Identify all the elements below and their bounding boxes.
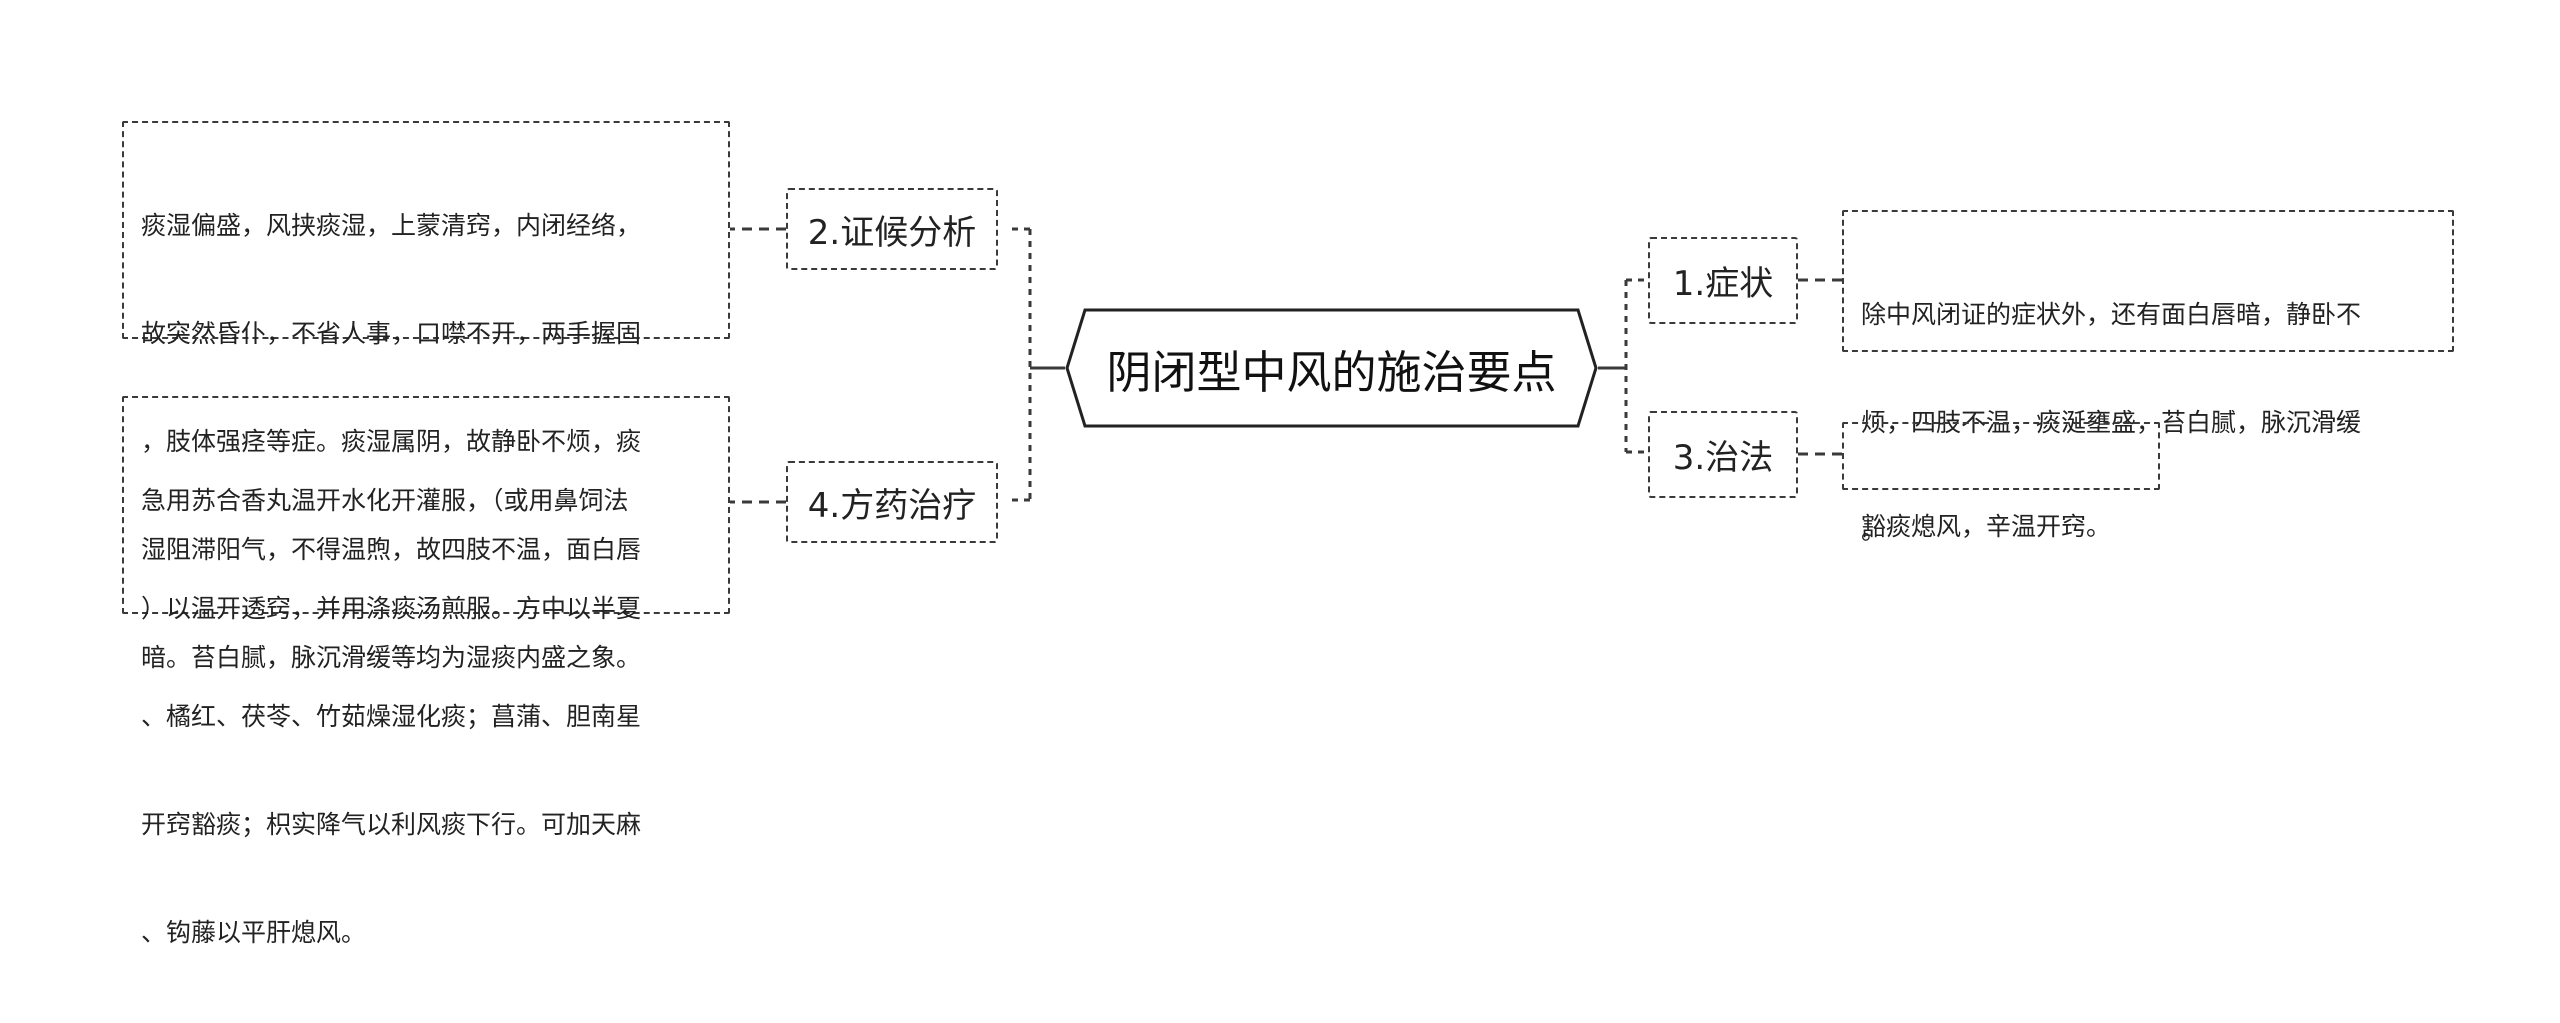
detail-line: 、橘红、茯苓、竹茹燥湿化痰；菖蒲、胆南星 (141, 702, 642, 731)
detail-line: 除中风闭证的症状外，还有面白唇暗，静卧不 (1861, 300, 2362, 329)
detail-line: 痰湿偏盛，风挟痰湿，上蒙清窍，内闭经络， (141, 211, 642, 240)
detail-line: 豁痰熄风，辛温开窍。 (1861, 512, 2112, 541)
symptoms-detail-box: 除中风闭证的症状外，还有面白唇暗，静卧不 烦，四肢不温，痰涎壅盛，苔白腻，脉沉滑… (1842, 210, 2454, 545)
detail-line: 急用苏合香丸温开水化开灌服，（或用鼻饲法 (141, 486, 629, 515)
branch-treatment-label: 3.治法 (1672, 438, 1774, 478)
branch-syndrome-analysis[interactable]: 2.证候分析 (786, 188, 998, 270)
branch-prescription[interactable]: 4.方药治疗 (786, 461, 998, 543)
mind-map-canvas: 阴闭型中风的施治要点 2.证候分析 痰湿偏盛，风挟痰湿，上蒙清窍，内闭经络， 故… (122, 121, 2454, 947)
detail-line: 湿阻滞阳气，不得温煦，故四肢不温，面白唇 (141, 535, 642, 564)
detail-line: 故突然昏仆，不省人事，口噤不开，两手握固 (141, 319, 642, 348)
syndrome-detail-box: 痰湿偏盛，风挟痰湿，上蒙清窍，内闭经络， 故突然昏仆，不省人事，口噤不开，两手握… (122, 121, 730, 672)
connector-lines (730, 227, 1842, 504)
branch-prescription-label: 4.方药治疗 (807, 485, 977, 526)
detail-line: 开窍豁痰；枳实降气以利风痰下行。可加天麻 (141, 810, 642, 839)
branch-symptoms[interactable]: 1.症状 (1648, 237, 1798, 324)
detail-line: 暗。苔白腻，脉沉滑缓等均为湿痰内盛之象。 (141, 643, 642, 672)
detail-line: ，肢体强痉等症。痰湿属阴，故静卧不烦，痰 (141, 427, 642, 456)
root-hexagon-shape (1065, 308, 1598, 428)
branch-syndrome-label: 2.证候分析 (807, 212, 977, 253)
treatment-detail-box: 豁痰熄风，辛温开窍。 (1842, 422, 2160, 541)
detail-line: ）以温开透窍，并用涤痰汤煎服。方中以半夏 (141, 594, 642, 623)
branch-symptoms-label: 1.症状 (1672, 264, 1774, 304)
detail-line: 、钩藤以平肝熄风。 (141, 918, 367, 947)
prescription-detail-box: 急用苏合香丸温开水化开灌服，（或用鼻饲法 ）以温开透窍，并用涤痰汤煎服。方中以半… (122, 396, 730, 947)
root-title: 阴闭型中风的施治要点 (1106, 345, 1557, 399)
detail-line: 。 (1861, 516, 1887, 545)
branch-treatment-method[interactable]: 3.治法 (1648, 411, 1798, 498)
root-node[interactable]: 阴闭型中风的施治要点 (1065, 308, 1598, 428)
